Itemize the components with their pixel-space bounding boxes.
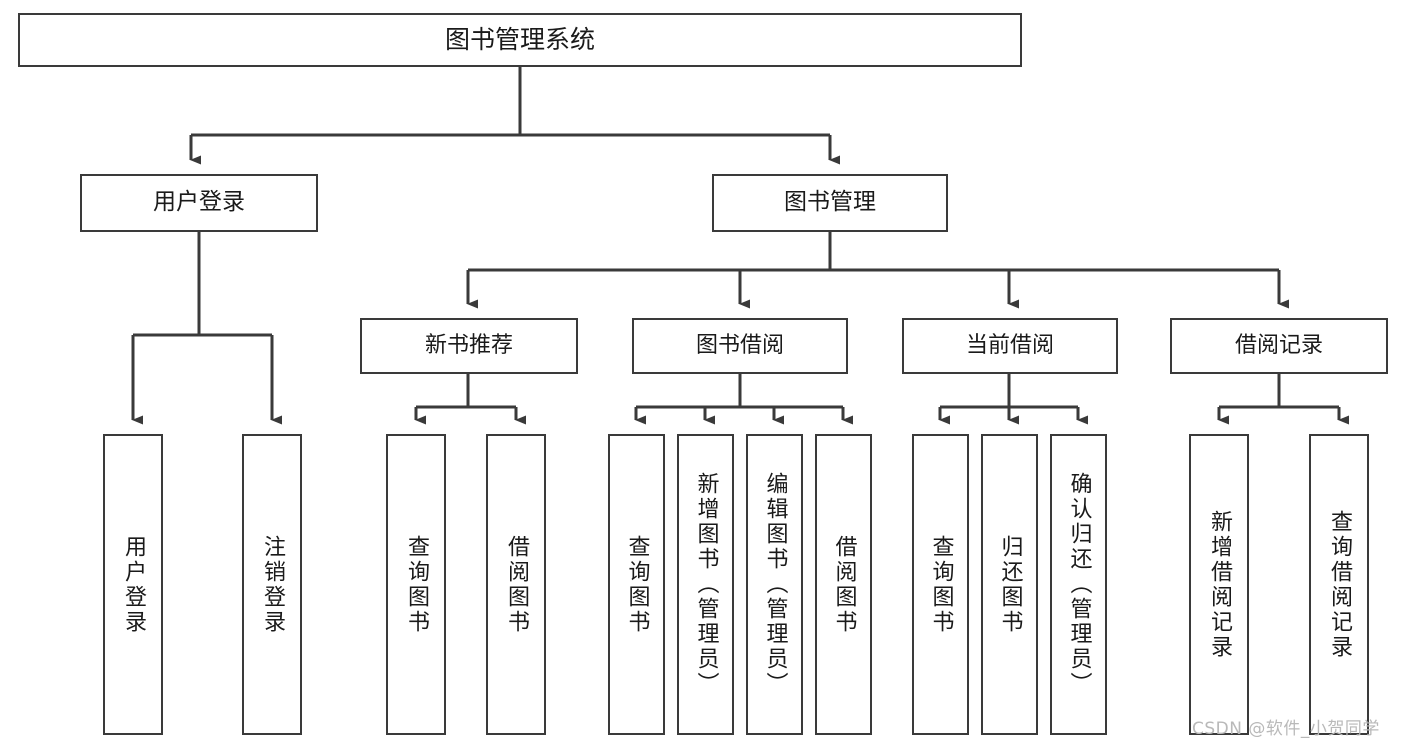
node-label: 查询图书 xyxy=(624,534,650,635)
node-leaf-borrow-book[interactable]: 借阅图书 xyxy=(815,434,872,735)
node-current-borrow[interactable]: 当前借阅 xyxy=(902,318,1118,374)
node-label: 新增图书（管理员） xyxy=(693,472,719,697)
node-book-management[interactable]: 图书管理 xyxy=(712,174,948,232)
node-label: 归还图书 xyxy=(997,534,1023,635)
node-label: 注销登录 xyxy=(260,534,285,635)
node-label: 查询图书 xyxy=(404,534,429,635)
node-borrow-record[interactable]: 借阅记录 xyxy=(1170,318,1388,374)
node-label: 图书管理 xyxy=(784,189,876,216)
node-label: 用户登录 xyxy=(153,189,245,216)
node-label: 借阅图书 xyxy=(831,534,857,635)
csdn-watermark: CSDN @软件_小贺同学 xyxy=(1192,719,1380,739)
node-label: 查询借阅记录 xyxy=(1327,509,1352,660)
node-root-book-management-system[interactable]: 图书管理系统 xyxy=(18,13,1022,67)
node-label: 图书管理系统 xyxy=(444,25,595,54)
node-label: 借阅图书 xyxy=(504,534,529,635)
node-leaf-logout[interactable]: 注销登录 xyxy=(242,434,302,735)
node-label: 用户登录 xyxy=(121,534,146,635)
node-label: 图书借阅 xyxy=(695,332,784,358)
node-leaf-query-book-recommend[interactable]: 查询图书 xyxy=(386,434,446,735)
node-user-login[interactable]: 用户登录 xyxy=(80,174,318,232)
node-leaf-user-login[interactable]: 用户登录 xyxy=(103,434,163,735)
node-label: 编辑图书（管理员） xyxy=(762,472,788,697)
node-book-borrow[interactable]: 图书借阅 xyxy=(632,318,848,374)
node-leaf-query-book-borrow[interactable]: 查询图书 xyxy=(608,434,665,735)
node-leaf-query-borrow-record[interactable]: 查询借阅记录 xyxy=(1309,434,1369,735)
node-leaf-query-book-current[interactable]: 查询图书 xyxy=(912,434,969,735)
node-leaf-return-book[interactable]: 归还图书 xyxy=(981,434,1038,735)
node-leaf-add-borrow-record[interactable]: 新增借阅记录 xyxy=(1189,434,1249,735)
node-label: 当前借阅 xyxy=(965,332,1054,358)
node-leaf-add-book[interactable]: 新增图书（管理员） xyxy=(677,434,734,735)
node-label: 借阅记录 xyxy=(1234,332,1323,358)
node-leaf-borrow-book-recommend[interactable]: 借阅图书 xyxy=(486,434,546,735)
node-new-book-recommend[interactable]: 新书推荐 xyxy=(360,318,578,374)
node-label: 查询图书 xyxy=(928,534,954,635)
node-leaf-edit-book[interactable]: 编辑图书（管理员） xyxy=(746,434,803,735)
node-leaf-confirm-return[interactable]: 确认归还（管理员） xyxy=(1050,434,1107,735)
node-label: 新书推荐 xyxy=(424,332,513,358)
node-label: 新增借阅记录 xyxy=(1207,509,1232,660)
node-label: 确认归还（管理员） xyxy=(1066,472,1092,697)
